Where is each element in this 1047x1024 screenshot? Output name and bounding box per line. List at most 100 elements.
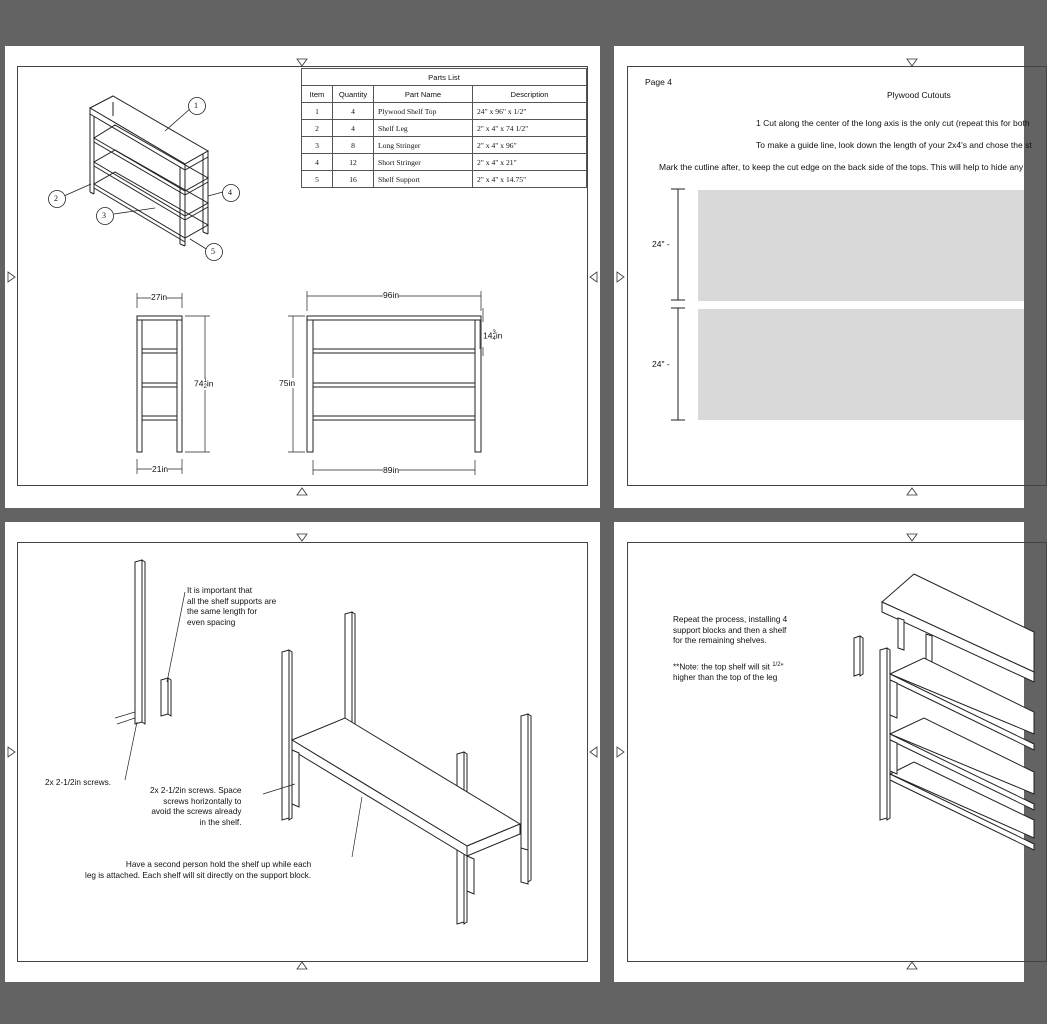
marker-top [906, 533, 918, 542]
table-row: 1 4 Plywood Shelf Top 24" x 96" x 1/2" [301, 102, 587, 120]
note-line: higher than the top of the leg [673, 673, 778, 683]
header-description: Description [472, 85, 587, 103]
note-line: even spacing [187, 617, 236, 627]
fraction-numerator: 1 [203, 378, 207, 384]
header-item: Item [301, 85, 333, 103]
cell-description: 2" x 4" x 96" [472, 136, 587, 154]
page-2-drawing [616, 58, 918, 496]
cell-quantity: 4 [332, 102, 374, 120]
marker-right [589, 271, 598, 283]
dim-side-bottom: 21in [152, 464, 169, 474]
cell-description: 2" x 4" x 21" [472, 153, 587, 171]
cell-item: 1 [301, 102, 333, 120]
note-line: 2x 2-1/2in screws. Space [150, 786, 242, 795]
cell-quantity: 16 [332, 170, 374, 188]
cell-item: 4 [301, 153, 333, 171]
marker-top [296, 58, 308, 67]
header-part-name: Part Name [373, 85, 473, 103]
fraction-denominator: 2 [203, 384, 207, 390]
page-1-drawing [7, 58, 598, 496]
marker-top [296, 533, 308, 542]
page-number: Page 4 [645, 77, 672, 87]
instruction-line-3: Mark the cutline after, to keep the cut … [659, 162, 1024, 172]
header-quantity: Quantity [332, 85, 374, 103]
front-elevation [306, 315, 482, 453]
note-line: Have a second person hold the shelf up w… [125, 860, 312, 869]
parts-list-table: Parts List Item Quantity Part Name Descr… [301, 68, 587, 188]
note-line: It is important that [187, 586, 253, 595]
dim-front-width: 96in [383, 290, 400, 300]
marker-bottom [906, 961, 918, 970]
page-1-frame [17, 66, 588, 486]
assembly-parts [134, 559, 532, 925]
note-top-shelf: **Note: the top shelf will sit 1/2" high… [673, 660, 783, 684]
shelf-isometric [88, 95, 210, 247]
page-title: Plywood Cutouts [887, 90, 951, 100]
note-second-person: Have a second person hold the shelf up w… [85, 860, 311, 881]
assembly-leaders [114, 591, 363, 858]
marker-left [7, 746, 16, 758]
note-line: **Note: the top shelf will sit 1/2" [673, 660, 783, 673]
marker-right [589, 746, 598, 758]
cell-part-name: Shelf Leg [373, 119, 473, 137]
assembled-shelf [853, 573, 1035, 851]
note-line: in the shelf. [199, 817, 242, 827]
cell-description: 24" x 96" x 1/2" [472, 102, 587, 120]
callout-1-label: 1 [194, 101, 198, 110]
cell-part-name: Short Stringer [373, 153, 473, 171]
dim-shelf-gap-whole: 14 [483, 330, 493, 341]
marker-left [7, 271, 16, 283]
marker-bottom [906, 487, 918, 496]
cell-description: 2" x 4" x 14.75" [472, 170, 587, 188]
plywood-bottom-half [698, 309, 1024, 420]
page-4: Repeat the process, installing 4 support… [614, 522, 1047, 982]
note-support-length: It is important that all the shelf suppo… [187, 586, 276, 628]
dim-side-height-whole: 74 [194, 378, 204, 389]
table-row: 3 8 Long Stringer 2" x 4" x 96" [301, 136, 587, 154]
note-line: Repeat the process, installing 4 [673, 615, 788, 624]
table-row: 5 16 Shelf Support 2" x 4" x 14.75" [301, 170, 587, 188]
cut-dimension-lines [671, 188, 685, 421]
note-line: leg is attached. Each shelf will sit dir… [85, 870, 312, 880]
dim-top-half: 24" - [652, 239, 670, 249]
callout-3-label: 3 [102, 211, 106, 220]
side-elevation [136, 315, 183, 453]
cell-item: 5 [301, 170, 333, 188]
cell-item: 3 [301, 136, 333, 154]
note-line: screws horizontally to [163, 796, 242, 806]
callout-4-label: 4 [228, 188, 232, 197]
table-row: 2 4 Shelf Leg 2" x 4" x 74 1/2" [301, 119, 587, 137]
page-4-drawing [616, 533, 1035, 970]
note-inch-mark: " [780, 662, 784, 672]
marker-bottom [296, 487, 308, 496]
instruction-line-1: 1 Cut along the center of the long axis … [756, 118, 1030, 128]
callout-leaders [63, 107, 224, 251]
plywood-top-half [698, 190, 1024, 301]
callout-2-label: 2 [54, 194, 58, 203]
page-1: Parts List Item Quantity Part Name Descr… [5, 46, 600, 508]
instruction-line-2: To make a guide line, look down the leng… [756, 140, 1032, 150]
dim-bottom-half: 24" - [652, 359, 670, 369]
page-3-drawing [7, 533, 598, 970]
table-row: 4 12 Short Stringer 2" x 4" x 21" [301, 153, 587, 171]
marker-top [906, 58, 918, 67]
cell-part-name: Long Stringer [373, 136, 473, 154]
dim-front-bottom: 89in [383, 465, 400, 475]
note-fraction: 1/2 [772, 662, 781, 668]
note-line: all the shelf supports are [187, 596, 277, 606]
cell-quantity: 12 [332, 153, 374, 171]
cell-item: 2 [301, 119, 333, 137]
dim-shelf-gap-unit: in [495, 330, 503, 341]
note-line: the same length for [187, 607, 258, 616]
callout-5-label: 5 [211, 247, 215, 256]
marker-left [616, 746, 625, 758]
cell-quantity: 8 [332, 136, 374, 154]
cell-quantity: 4 [332, 119, 374, 137]
page-3-frame [17, 542, 588, 962]
fraction-denominator: 4 [492, 336, 496, 342]
note-text: **Note: the top shelf will sit [673, 662, 770, 672]
page-3: It is important that all the shelf suppo… [5, 522, 600, 982]
